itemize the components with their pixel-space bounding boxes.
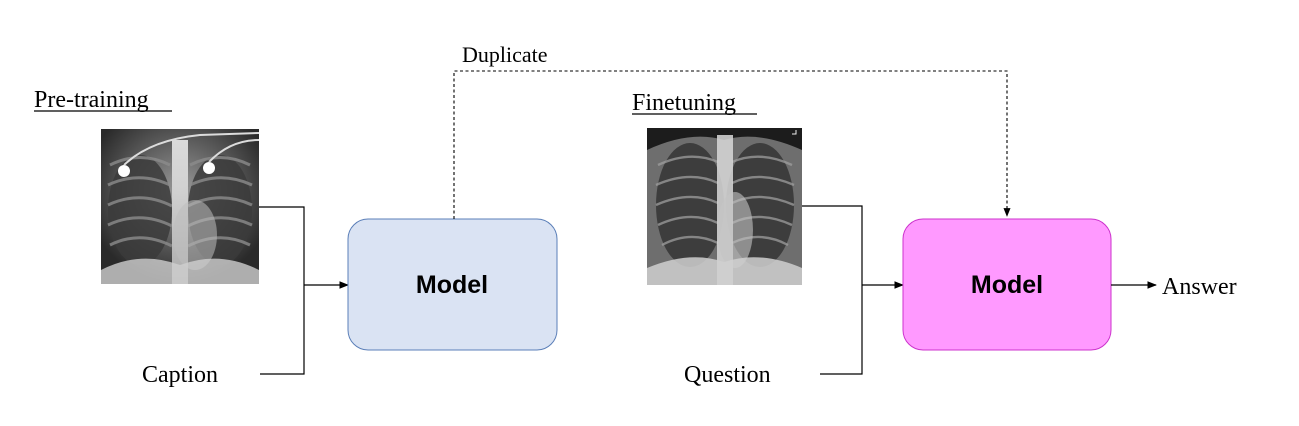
duplicate-connector [453, 70, 1011, 219]
finetuning-xray-image [647, 128, 802, 285]
finetuning-model-label: Model [971, 271, 1043, 299]
duplicate-label: Duplicate [462, 42, 548, 67]
finetuning-question-connector [820, 285, 863, 375]
pretraining-model-box [347, 218, 558, 351]
pretraining-image-connector [259, 206, 305, 285]
finetuning-title: Finetuning [632, 90, 736, 116]
caption-label: Caption [142, 362, 218, 388]
question-label: Question [684, 362, 771, 388]
pretraining-caption-connector [260, 285, 305, 375]
finetuning-image-connector [802, 205, 863, 285]
pretraining-xray-image [101, 129, 260, 284]
pretraining-model-label: Model [416, 271, 488, 299]
pretraining-title: Pre-training [34, 87, 149, 113]
answer-label: Answer [1162, 274, 1237, 300]
